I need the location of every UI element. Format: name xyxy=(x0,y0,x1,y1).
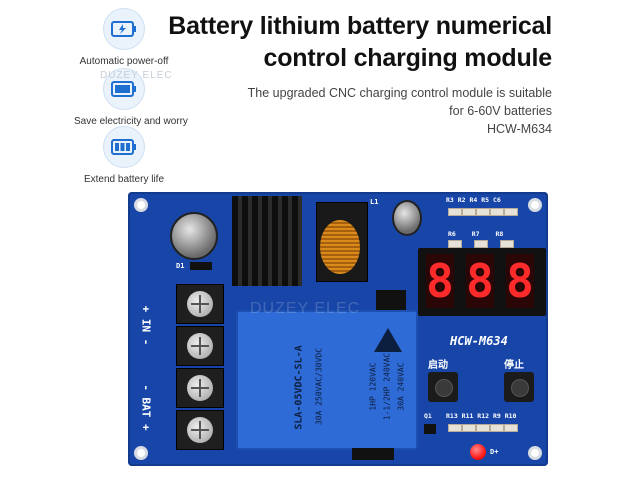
smd-resistor xyxy=(500,240,514,248)
feature-save-electricity: Save electricity and worry xyxy=(74,68,188,127)
smd-resistor xyxy=(504,424,518,432)
screw-icon xyxy=(187,417,213,443)
diode xyxy=(190,262,212,270)
title-line-2: control charging module xyxy=(263,44,553,72)
led-label: D+ xyxy=(490,448,499,456)
smd-resistor xyxy=(448,424,462,432)
battery-full-icon xyxy=(103,68,145,110)
mount-hole xyxy=(528,198,542,212)
smd-resistor xyxy=(504,208,518,216)
smd-resistor xyxy=(462,208,476,216)
feature-extend-life: Extend battery life xyxy=(74,126,174,185)
heatsink xyxy=(232,196,302,286)
inductor-coil xyxy=(320,220,360,274)
display-digit xyxy=(426,254,454,308)
description-line-1: The upgraded CNC charging control module… xyxy=(247,86,552,100)
resistor-refs-mid: R6 R7 R8 xyxy=(448,230,504,238)
screw-terminal xyxy=(176,410,224,450)
smd-resistor xyxy=(462,424,476,432)
model-label: HCW-M634 xyxy=(486,122,552,136)
feature-label: Extend battery life xyxy=(83,174,165,185)
battery-label: - BAT + xyxy=(139,384,153,431)
transistor xyxy=(424,424,436,434)
diode-label: D1 xyxy=(176,262,185,270)
display-digit-value: 8 xyxy=(466,254,494,308)
screw-terminal xyxy=(176,368,224,408)
watermark: DUZEY ELEC xyxy=(100,70,173,81)
title-line-1: Battery lithium battery numerical xyxy=(168,12,552,40)
display-digit xyxy=(466,254,494,308)
bottom-connector xyxy=(352,448,394,460)
screw-icon xyxy=(187,375,213,401)
feature-label: Save electricity and worry xyxy=(74,116,188,127)
relay-label-area: SLA-05VDC-SL-A 30A 250VAC/30VDC 1HP 120V… xyxy=(238,312,412,444)
mount-hole xyxy=(134,198,148,212)
smd-resistor xyxy=(476,208,490,216)
q-label: Q1 xyxy=(424,412,432,420)
start-button[interactable] xyxy=(428,372,458,402)
display-digit-value: 8 xyxy=(426,254,454,308)
screw-terminal xyxy=(176,326,224,366)
smd-resistor xyxy=(490,208,504,216)
battery-charging-icon xyxy=(103,8,145,50)
description-line-2: for 6-60V batteries xyxy=(449,104,552,118)
screw-icon xyxy=(187,291,213,317)
resistor-refs-top: R3 R2 R4 R5 C6 xyxy=(446,196,501,204)
smd-resistor xyxy=(476,424,490,432)
smd-resistor xyxy=(474,240,488,248)
stop-button[interactable] xyxy=(504,372,534,402)
input-label: + IN - xyxy=(139,305,153,346)
smd-resistor xyxy=(490,424,504,432)
inductor-label: L1 xyxy=(370,198,379,206)
smd-resistor xyxy=(448,240,462,248)
board-watermark: DUZEY ELEC xyxy=(250,300,361,317)
relay-rating-text: 30A 250VAC/30VDC xyxy=(314,347,324,426)
status-led xyxy=(470,444,486,460)
screw-terminal xyxy=(176,284,224,324)
resistor-refs-bottom: R13 R11 R12 R9 R10 xyxy=(446,412,517,420)
warning-triangle-icon xyxy=(374,328,402,352)
board-model-label: HCW-M634 xyxy=(450,334,508,348)
display-digit-value: 8 xyxy=(506,254,534,308)
mount-hole xyxy=(528,446,542,460)
start-label: 启动 xyxy=(428,360,448,371)
capacitor xyxy=(170,212,218,260)
feature-label: Automatic power-off xyxy=(79,56,169,67)
relay-model-text: SLA-05VDC-SL-A xyxy=(293,345,305,430)
display-digit xyxy=(506,254,534,308)
stop-label: 停止 xyxy=(504,360,524,371)
screw-icon xyxy=(187,333,213,359)
feature-power-off: Automatic power-off xyxy=(74,8,174,67)
smd-resistor xyxy=(448,208,462,216)
capacitor xyxy=(392,200,422,236)
battery-level-icon xyxy=(103,126,145,168)
mount-hole xyxy=(134,446,148,460)
